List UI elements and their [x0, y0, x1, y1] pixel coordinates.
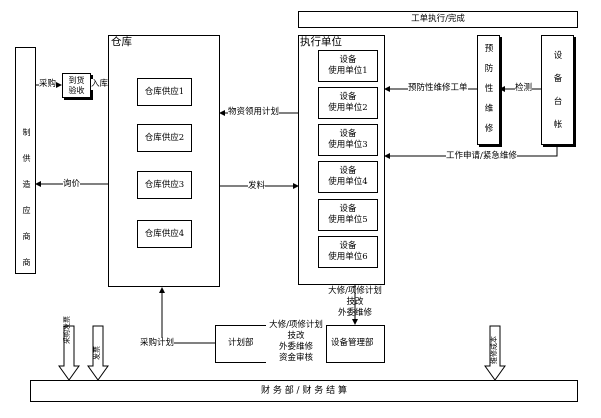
label-invoice: 发票 — [93, 346, 101, 360]
ledger-char-3: 台 — [553, 97, 563, 107]
unit-2-line-1: 设备 — [339, 92, 357, 102]
unit-1-line-2: 使用单位1 — [328, 66, 368, 76]
inspection-line-2: 验收 — [68, 85, 85, 95]
label-purchase-plan: 采购计划 — [140, 338, 175, 349]
work-order-bar-label: 工单执行/完成 — [411, 14, 465, 24]
warehouse-box: 仓库 — [108, 35, 220, 287]
ledger-char-4: 帐 — [553, 120, 563, 130]
equipment-unit-1: 设备 使用单位1 — [318, 50, 378, 82]
planning-dept-label: 计划部 — [228, 338, 254, 348]
exec-bottom-line-3: 外委维修 — [337, 308, 372, 318]
label-maint-cost: 维修成本 — [490, 336, 498, 364]
unit-5-line-1: 设备 — [339, 204, 357, 214]
unit-6-line-2: 使用单位6 — [328, 252, 368, 262]
label-dispatch: 发料 — [248, 181, 266, 192]
work-order-bar: 工单执行/完成 — [298, 11, 578, 28]
manufacturer-supplier-box: 制供 造应 商商 — [15, 47, 36, 274]
unit-4-line-2: 使用单位4 — [328, 177, 368, 187]
mgmt-mid-line-1: 大修/项修计划 — [269, 320, 323, 330]
unit-6-line-1: 设备 — [339, 241, 357, 251]
exec-bottom-line-1: 大修/项修计划 — [328, 286, 382, 296]
ledger-char-2: 备 — [553, 74, 563, 84]
pm-char-1: 预 — [484, 44, 494, 54]
unit-3-line-1: 设备 — [339, 129, 357, 139]
manufacturer-line-1: 制供 — [22, 128, 31, 163]
equipment-ledger-box: 设 备 台 帐 — [541, 35, 574, 145]
equipment-mgmt-label: 设备管理部 — [331, 338, 374, 348]
execution-unit-title: 执行单位 — [300, 36, 342, 48]
arrow-work-request — [384, 145, 558, 159]
label-detect: 检测 — [515, 83, 533, 94]
mgmt-mid-line-3: 外委维修 — [278, 342, 313, 352]
label-material-plan: 物资领用计划 — [228, 107, 280, 118]
pm-char-3: 性 — [484, 84, 494, 94]
unit-4-line-1: 设备 — [339, 166, 357, 176]
warehouse-slot-1: 仓库供应1 — [137, 78, 192, 106]
manufacturer-line-3: 商商 — [22, 232, 31, 267]
equipment-unit-6: 设备 使用单位6 — [318, 236, 378, 268]
pm-char-4: 维 — [484, 104, 494, 114]
warehouse-slot-4: 仓库供应4 — [137, 220, 192, 248]
finance-bar: 财 务 部 / 财 务 结 算 — [30, 380, 578, 402]
label-pm-order: 预防性维修工单 — [408, 83, 468, 94]
arrow-purchase-plan — [159, 287, 215, 344]
warehouse-slot-3-label: 仓库供应3 — [144, 179, 185, 190]
unit-3-line-2: 使用单位3 — [328, 140, 368, 150]
label-purchase: 采购 — [39, 79, 57, 90]
hollow-arrow-purchase-invoice — [58, 325, 80, 381]
pm-char-2: 防 — [484, 64, 494, 74]
exec-bottom-labels: 大修/项修计划 技改 外委维修 — [322, 286, 388, 319]
label-purchase-invoice: 采购发票 — [63, 316, 71, 344]
arrival-inspection-box: 到货 验收 — [62, 73, 91, 98]
warehouse-slot-4-label: 仓库供应4 — [144, 228, 185, 239]
equipment-unit-3: 设备 使用单位3 — [318, 124, 378, 156]
exec-bottom-line-2: 技改 — [346, 297, 364, 307]
label-inquiry: 询价 — [63, 179, 81, 190]
hollow-arrow-invoice — [87, 325, 109, 381]
pm-char-5: 修 — [484, 124, 494, 134]
unit-2-line-2: 使用单位2 — [328, 103, 368, 113]
label-work-request: 工作申请/紧急维修 — [446, 151, 517, 162]
unit-1-line-1: 设备 — [339, 55, 357, 65]
equipment-unit-4: 设备 使用单位4 — [318, 161, 378, 193]
warehouse-title: 仓库 — [111, 36, 132, 48]
hollow-arrow-maint-cost — [484, 325, 506, 381]
equipment-unit-2: 设备 使用单位2 — [318, 87, 378, 119]
mgmt-mid-line-2: 技改 — [287, 331, 305, 341]
equipment-unit-5: 设备 使用单位5 — [318, 199, 378, 231]
warehouse-slot-3: 仓库供应3 — [137, 171, 192, 199]
warehouse-slot-2-label: 仓库供应2 — [144, 132, 185, 143]
inspection-line-1: 到货 — [68, 75, 85, 85]
ledger-char-1: 设 — [553, 51, 563, 61]
mgmt-mid-line-4: 资金审核 — [278, 353, 313, 363]
finance-label: 财 务 部 / 财 务 结 算 — [260, 385, 348, 396]
manufacturer-line-2: 造应 — [22, 180, 31, 215]
mgmt-mid-labels: 大修/项修计划 技改 外委维修 资金审核 — [266, 320, 326, 364]
preventive-maintenance-box: 预 防 性 维 修 — [477, 35, 500, 145]
label-inbound: 入库 — [91, 79, 109, 90]
warehouse-slot-2: 仓库供应2 — [137, 124, 192, 152]
warehouse-slot-1-label: 仓库供应1 — [144, 86, 185, 97]
unit-5-line-2: 使用单位5 — [328, 215, 368, 225]
